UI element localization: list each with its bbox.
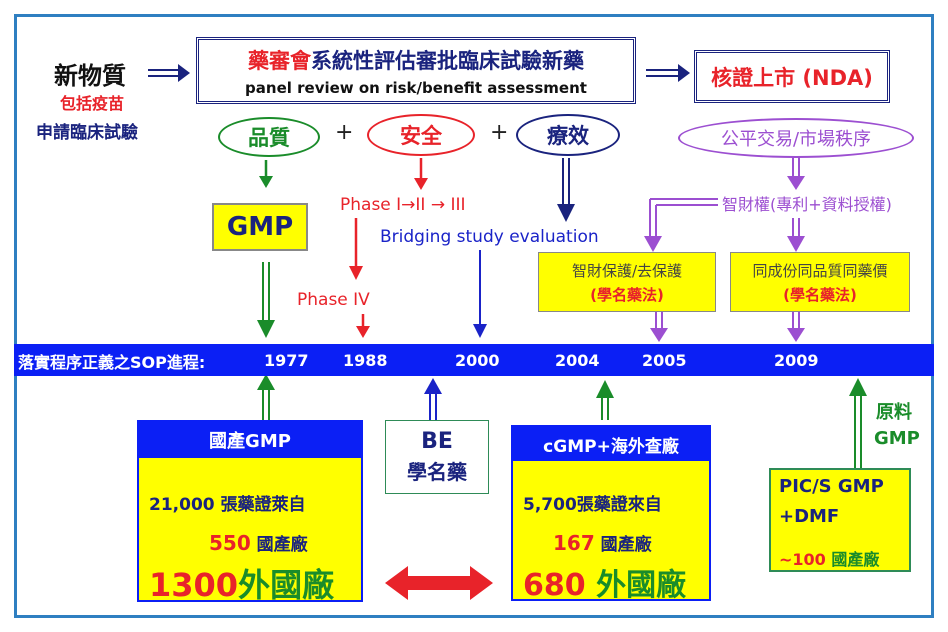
- new-substance-label: 新物質: [54, 62, 126, 90]
- arrow-same-drug-to-2009: [787, 312, 805, 342]
- arrow-safety-to-phase: [414, 158, 428, 190]
- cgmp-line3: 680 外國廠: [523, 560, 686, 604]
- pics-line3-text: 國產廠: [825, 550, 880, 569]
- cgmp-title: cGMP+海外查廠: [543, 436, 679, 457]
- pics-line1: PIC/S GMP: [779, 476, 884, 497]
- api-gmp-line1: 原料: [876, 402, 912, 423]
- gmp-label: GMP: [226, 212, 294, 242]
- domestic-gmp-title: 國產GMP: [209, 431, 291, 452]
- bridging-label: Bridging study evaluation: [380, 227, 599, 247]
- diagram-frame: [14, 14, 934, 618]
- cgmp-domestic-count: 167: [553, 531, 595, 555]
- arrow-ip-to-ip-protect: [644, 198, 718, 252]
- timeline-year: 1988: [343, 351, 388, 370]
- timeline-year: 2005: [642, 351, 687, 370]
- apply-trial-label: 申請臨床試驗: [36, 123, 138, 143]
- arrow-new-to-review: [148, 64, 190, 82]
- phase-4-label: Phase IV: [297, 290, 370, 310]
- arrow-gmp-to-1977: [257, 262, 275, 338]
- ip-protect-box: 智財保護/去保護 (學名藥法): [538, 252, 716, 312]
- gmp-box: GMP: [212, 203, 308, 251]
- nda-label: 核證上市 (NDA): [711, 65, 873, 90]
- review-subtitle: panel review on risk/benefit assessment: [245, 78, 587, 97]
- arrow-cgmp-up: [596, 380, 614, 420]
- foreign-count: 1300: [149, 566, 239, 604]
- cgmp-line1: 5,700張藥證來自: [523, 495, 662, 515]
- domestic-line2: 550 國產廠: [209, 530, 308, 555]
- be-line1: BE: [421, 429, 453, 454]
- timeline-year: 2004: [555, 351, 600, 370]
- arrow-ip-protect-to-2005: [650, 312, 668, 342]
- include-vaccine-label: 包括疫苗: [60, 94, 125, 113]
- domestic-line1: 21,000 張藥證萊自: [149, 495, 306, 515]
- timeline-year: 1977: [264, 351, 309, 370]
- pics-line3: ~100 國產廠: [779, 546, 879, 570]
- arrow-be-up: [424, 378, 442, 420]
- red-double-arrow: [385, 566, 493, 600]
- cgmp-line2-text: 國產廠: [594, 535, 652, 555]
- pics-line2: +DMF: [779, 506, 840, 527]
- domestic-line3: 1300外國廠: [149, 560, 334, 606]
- same-drug-box: 同成份同品質同藥價 (學名藥法): [730, 252, 910, 312]
- panel-review-box: 藥審會系統性評估審批臨床試驗新藥 panel review on risk/be…: [196, 37, 636, 104]
- domestic-gmp-panel: 國產GMP 21,000 張藥證萊自 550 國產廠 1300外國廠: [137, 420, 363, 604]
- pics-count: ~100: [779, 550, 826, 569]
- arrow-ip-to-same-drug: [787, 218, 805, 252]
- review-title: 系統性評估審批臨床試驗新藥: [311, 48, 584, 73]
- ip-label: 智財權(專利+資料授權): [722, 195, 892, 214]
- efficacy-oval: 療效: [516, 114, 620, 156]
- arrow-review-to-nda: [646, 64, 690, 82]
- review-title-red: 藥審會: [248, 48, 311, 73]
- arrow-phase-to-phase4: [349, 218, 363, 280]
- timeline-year: 2000: [455, 351, 500, 370]
- arrow-bridging-to-2000: [473, 250, 487, 338]
- phase-1-3-label: Phase I→II → III: [340, 195, 466, 215]
- cgmp-foreign-count: 680: [523, 568, 586, 603]
- pics-panel: PIC/S GMP +DMF ~100 國產廠: [769, 468, 911, 572]
- arrow-fairtrade-to-ip: [787, 156, 805, 190]
- cgmp-header: cGMP+海外查廠: [513, 427, 709, 461]
- safety-oval: 安全: [367, 114, 475, 156]
- cgmp-line3-text: 外國廠: [585, 568, 687, 603]
- cgmp-panel: cGMP+海外查廠 5,700張藥證來自 167 國產廠 680 外國廠: [511, 425, 711, 604]
- plus-sign: +: [335, 120, 354, 145]
- quality-oval: 品質: [218, 117, 320, 157]
- arrow-efficacy-to-bridging: [557, 158, 575, 222]
- fair-trade-oval: 公平交易/市場秩序: [678, 118, 914, 158]
- arrow-pics-up: [849, 378, 867, 468]
- api-gmp-line2: GMP: [874, 428, 920, 449]
- domestic-line2-text: 國產廠: [250, 535, 308, 555]
- domestic-gmp-header: 國產GMP: [139, 422, 361, 458]
- same-drug-line2: (學名藥法): [783, 285, 857, 304]
- be-line2: 學名藥: [407, 460, 467, 484]
- timeline-year: 2009: [774, 351, 819, 370]
- timeline-bar: [14, 344, 934, 376]
- domestic-line3-text: 外國廠: [238, 566, 335, 604]
- arrow-phase4-to-1988: [356, 314, 370, 338]
- ip-protect-line2: (學名藥法): [590, 285, 664, 304]
- domestic-count: 550: [209, 531, 251, 555]
- arrow-quality-to-gmp: [259, 160, 273, 188]
- cgmp-line2: 167 國產廠: [553, 530, 652, 555]
- same-drug-line1: 同成份同品質同藥價: [752, 261, 888, 280]
- ip-protect-line1: 智財保護/去保護: [571, 261, 683, 280]
- be-box: BE 學名藥: [385, 420, 489, 494]
- timeline-title: 落實程序正義之SOP進程:: [18, 353, 206, 372]
- plus-sign: +: [490, 120, 509, 145]
- nda-box: 核證上市 (NDA): [694, 50, 890, 103]
